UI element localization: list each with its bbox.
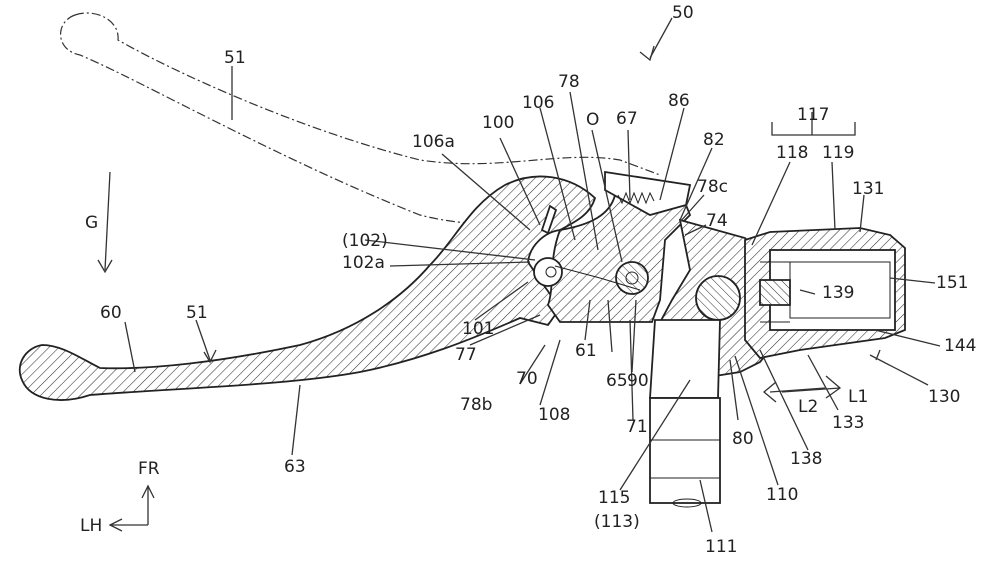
spring-coil <box>617 191 655 205</box>
label-100: 100 <box>482 113 514 133</box>
label-106a: 106a <box>412 132 455 152</box>
label-G: G <box>85 213 98 233</box>
pivot-center <box>625 271 639 285</box>
pivot-bolt <box>615 261 649 295</box>
label-51-bottom: 51 <box>186 303 208 323</box>
label-102-paren: (102) <box>342 231 388 251</box>
label-101: 101 <box>462 319 494 339</box>
label-82: 82 <box>703 130 725 150</box>
label-138: 138 <box>790 449 822 469</box>
leader-lines <box>97 17 941 533</box>
label-61: 61 <box>575 341 597 361</box>
label-115: 115 <box>598 488 630 508</box>
label-65: 65 <box>606 371 628 391</box>
label-O: O <box>586 110 599 130</box>
label-51-top: 51 <box>224 48 246 68</box>
cam-link <box>554 265 641 291</box>
label-130: 130 <box>928 387 960 407</box>
label-86: 86 <box>668 91 690 111</box>
adjuster-wheel <box>533 257 563 287</box>
label-108: 108 <box>538 405 570 425</box>
label-131: 131 <box>852 179 884 199</box>
label-111: 111 <box>705 537 737 557</box>
label-L1: L1 <box>848 387 868 407</box>
label-63: 63 <box>284 457 306 477</box>
label-102a: 102a <box>342 253 385 273</box>
label-60: 60 <box>100 303 122 323</box>
label-77: 77 <box>455 345 477 365</box>
label-118: 118 <box>776 143 808 163</box>
label-67: 67 <box>616 109 638 129</box>
label-80: 80 <box>732 429 754 449</box>
label-70: 70 <box>516 369 538 389</box>
label-90: 90 <box>627 371 649 391</box>
adjust-screw <box>540 204 558 235</box>
piston-pin <box>695 275 741 321</box>
brake-lever <box>18 175 597 401</box>
label-74: 74 <box>706 211 728 231</box>
label-151: 151 <box>936 273 968 293</box>
label-144: 144 <box>944 336 976 356</box>
label-LH: LH <box>80 516 102 536</box>
label-133: 133 <box>832 413 864 433</box>
label-78b: 78b <box>460 395 492 415</box>
piston-rod <box>759 279 791 306</box>
label-71: 71 <box>626 417 648 437</box>
callout-labels: 50 51 G 60 51 63 100 106a (102) 102a 101… <box>80 3 976 557</box>
adjuster-pin <box>545 266 557 278</box>
label-50: 50 <box>672 3 694 23</box>
label-117: 117 <box>797 105 829 125</box>
label-78: 78 <box>558 72 580 92</box>
label-139: 139 <box>822 283 854 303</box>
label-L2: L2 <box>798 397 818 417</box>
label-119: 119 <box>822 143 854 163</box>
label-78c: 78c <box>697 177 728 197</box>
lower-mount <box>649 319 721 399</box>
label-113: (113) <box>594 512 640 532</box>
label-106: 106 <box>522 93 554 113</box>
clamp-body <box>649 397 721 504</box>
label-110: 110 <box>766 485 798 505</box>
label-FR: FR <box>138 459 160 479</box>
